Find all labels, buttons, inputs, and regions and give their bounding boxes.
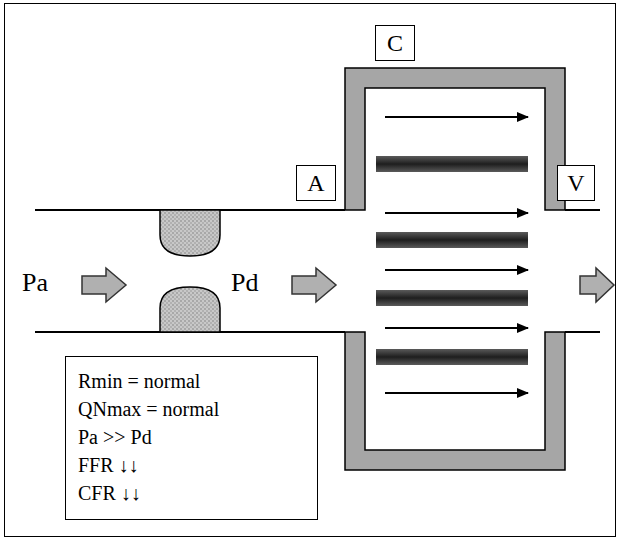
flow-line (385, 212, 528, 214)
flow-arrow (82, 268, 126, 302)
compartment-letter: A (307, 171, 324, 195)
capillary-bar (376, 349, 528, 365)
flow-line (385, 392, 528, 394)
compartment-letter: C (387, 31, 403, 55)
note-line: CFR ↓↓ (78, 479, 305, 507)
flow-line (385, 327, 528, 329)
note-line: FFR ↓↓ (78, 451, 305, 479)
microvascular-bed (376, 117, 528, 393)
note-line: Rmin = normal (78, 367, 305, 395)
note-line: QNmax = normal (78, 395, 305, 423)
compartment-letter: V (567, 171, 584, 195)
stenosis (160, 210, 220, 256)
compartment-box: V (557, 165, 595, 201)
flow-line (385, 269, 528, 271)
flow-line (385, 116, 528, 118)
pressure-label: Pd (231, 268, 258, 298)
pressure-label: Pa (22, 268, 48, 298)
frame (5, 4, 616, 537)
vessel-wall (565, 209, 600, 211)
capillary-bar (376, 232, 528, 248)
flow-arrow (580, 268, 614, 302)
flow-arrow (292, 268, 336, 302)
note-box: Rmin = normalQNmax = normalPa >> PdFFR ↓… (65, 356, 318, 520)
compartment-box: A (296, 165, 336, 201)
stenosis (160, 287, 220, 332)
vessel-wall (565, 331, 600, 333)
note-line: Pa >> Pd (78, 423, 305, 451)
microvascular-housing (345, 68, 565, 210)
compartment-box: C (375, 25, 415, 61)
capillary-bar (376, 290, 528, 306)
capillary-bar (376, 156, 528, 172)
microvascular-housing (345, 332, 565, 470)
